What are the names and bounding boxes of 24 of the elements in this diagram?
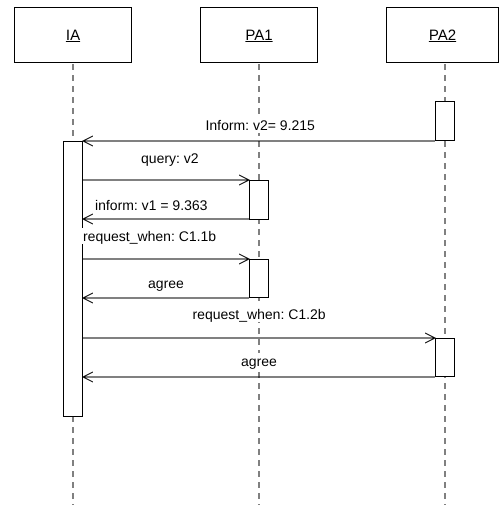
activation-bar [249, 180, 269, 220]
message-arrow [82, 292, 250, 304]
lifeline-head-box [386, 7, 499, 63]
edge-label: request_when: C1.1b [82, 228, 218, 244]
participant-name: IA [66, 26, 80, 44]
message-arrow [82, 372, 436, 382]
edge-label: query: v2 [140, 150, 200, 166]
message-arrow [82, 332, 436, 344]
lifeline-head-box [200, 7, 318, 63]
participant-name: PA1 [245, 26, 273, 44]
participant-name: PA2 [428, 26, 456, 44]
activation-bar [435, 101, 455, 141]
message-arrow [82, 136, 436, 146]
message-arrow [82, 214, 250, 224]
edge-label: inform: v1 = 9.363 [94, 197, 208, 213]
message-arrow [82, 254, 250, 264]
activation-bar [63, 141, 83, 417]
activation-bar [435, 338, 455, 377]
edge-label: Inform: v2= 9.215 [204, 117, 316, 133]
edge-label: agree [240, 353, 278, 369]
activation-bar [249, 259, 269, 298]
edge-label: request_when: C1.2b [192, 306, 327, 322]
message-arrow [82, 174, 250, 186]
lifeline-head-box [14, 7, 132, 63]
